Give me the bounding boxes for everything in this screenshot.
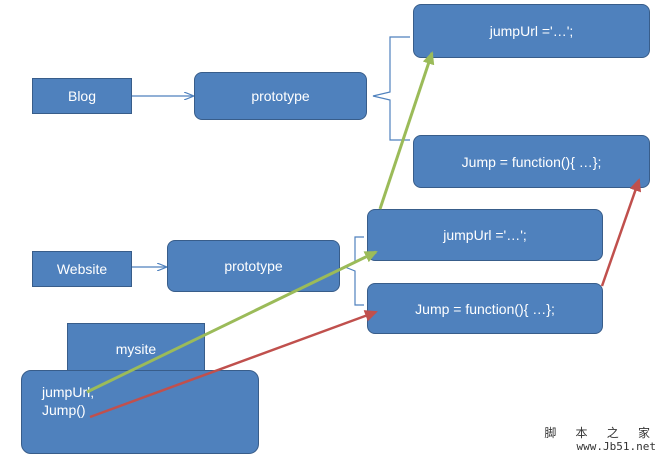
blog-class-box: Blog bbox=[32, 78, 132, 114]
mysite-header-box: mysite bbox=[67, 323, 205, 375]
blog-prototype-brace bbox=[372, 36, 410, 141]
blog-jump-member-label: Jump = function(){ …}; bbox=[461, 153, 602, 170]
blog-prototype-box: prototype bbox=[194, 72, 367, 120]
mysite-object-box: jumpUrl; Jump() bbox=[21, 370, 259, 454]
mysite-member-jumpurl: jumpUrl; bbox=[42, 384, 95, 400]
website-class-box: Website bbox=[32, 251, 132, 287]
website-prototype-brace bbox=[343, 236, 364, 306]
website-jumpurl-member-box: jumpUrl ='…'; bbox=[367, 209, 603, 261]
watermark-url: www.Jb51.net bbox=[576, 440, 656, 453]
jumpurl-lookup-arrow-to-blog bbox=[378, 51, 435, 210]
blog-prototype-label: prototype bbox=[251, 88, 310, 104]
jump-lookup-arrow-to-website bbox=[89, 310, 378, 419]
website-jumpurl-member-label: jumpUrl ='…'; bbox=[443, 227, 527, 243]
mysite-member-jump: Jump() bbox=[42, 402, 86, 418]
blog-jump-member-box: Jump = function(){ …}; bbox=[413, 135, 650, 188]
website-jump-member-label: Jump = function(){ …}; bbox=[415, 300, 555, 317]
website-jump-member-box: Jump = function(){ …}; bbox=[367, 283, 603, 334]
website-prototype-label: prototype bbox=[224, 258, 283, 274]
blog-jumpurl-member-box: jumpUrl ='…'; bbox=[413, 4, 650, 58]
blog-jumpurl-member-label: jumpUrl ='…'; bbox=[489, 23, 574, 39]
blog-class-label: Blog bbox=[67, 88, 97, 104]
jumpurl-lookup-arrow-to-website bbox=[86, 250, 378, 394]
watermark-cn: 脚 本 之 家 bbox=[544, 426, 656, 440]
jump-lookup-arrow-to-blog bbox=[600, 178, 642, 287]
mysite-label: mysite bbox=[115, 341, 157, 357]
site-watermark: 脚 本 之 家 www.Jb51.net bbox=[544, 426, 656, 454]
website-class-label: Website bbox=[56, 261, 108, 277]
